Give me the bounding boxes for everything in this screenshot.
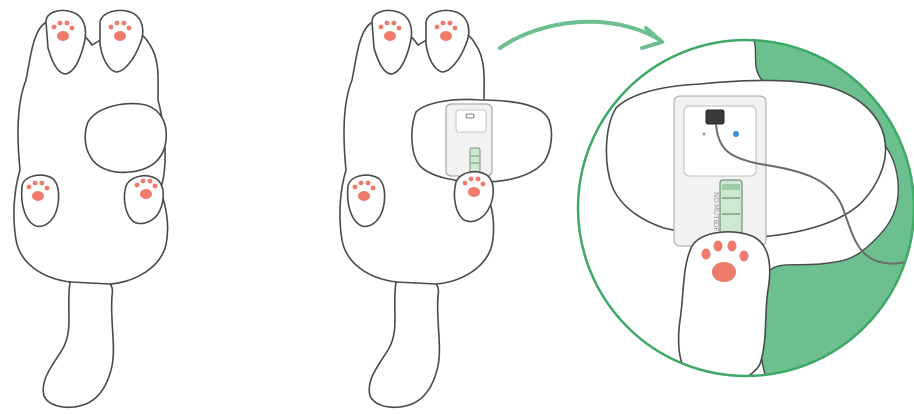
plush-opened-panel: [339, 9, 553, 409]
cable-icon: [715, 123, 914, 265]
plush-closed-panel: [13, 9, 169, 409]
paw-icon: [434, 20, 458, 41]
device-small: [445, 103, 493, 177]
curved-arrow-icon: [498, 19, 664, 50]
zoom-circle-border: [576, 38, 914, 378]
paw-icon: [701, 240, 749, 282]
paw-icon: [462, 176, 486, 197]
led-indicator-icon: [733, 131, 739, 137]
device-large: NO MUTE OFF: [673, 95, 767, 247]
zoom-paw-leg: [677, 231, 771, 376]
switch-label-no: NO: [712, 192, 720, 203]
paw-icon: [108, 20, 132, 41]
paw-icon: [134, 178, 158, 199]
paw-icon: [378, 20, 402, 41]
zoom-detail-circle: NO MUTE OFF: [578, 40, 914, 376]
usb-c-port-icon: [705, 109, 725, 125]
plush-back-flap: [84, 102, 167, 174]
plush-tail: [42, 281, 115, 409]
paw-icon: [352, 180, 376, 201]
mode-switch-small: [469, 147, 481, 175]
switch-label-mute: MUTE: [712, 204, 720, 224]
switch-label-off: OFF: [712, 222, 720, 236]
paw-icon: [51, 20, 75, 41]
plush-tail: [368, 281, 441, 409]
usb-c-port-icon: [465, 113, 475, 119]
paw-icon: [26, 180, 50, 201]
